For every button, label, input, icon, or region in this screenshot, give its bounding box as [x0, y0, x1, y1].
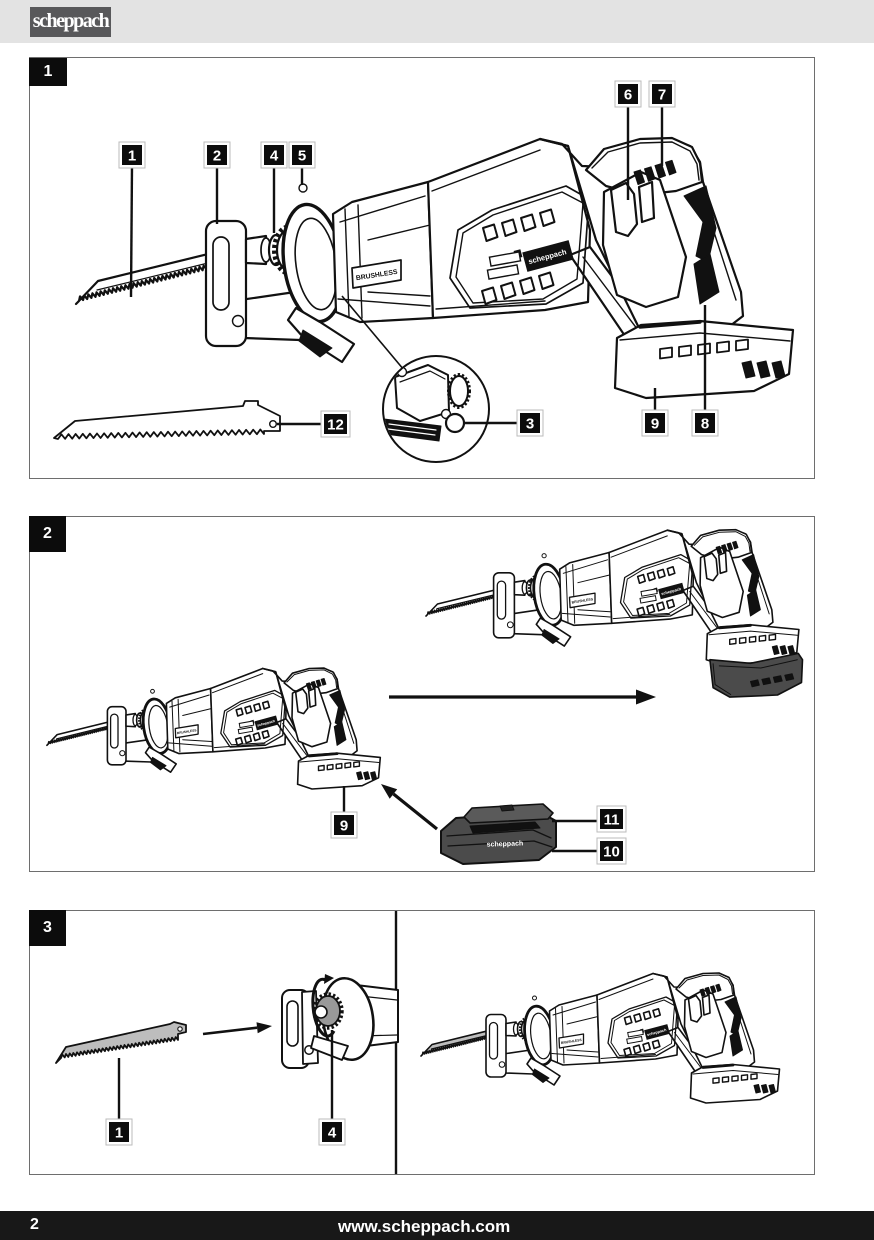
svg-text:7: 7: [658, 87, 666, 104]
svg-text:8: 8: [701, 416, 709, 433]
svg-text:scheppach: scheppach: [661, 586, 683, 596]
svg-text:scheppach: scheppach: [487, 840, 524, 848]
svg-text:BRUSHLESS: BRUSHLESS: [177, 728, 197, 735]
svg-text:1: 1: [115, 1125, 123, 1142]
svg-text:9: 9: [340, 818, 348, 835]
svg-text:5: 5: [298, 148, 306, 165]
svg-text:4: 4: [270, 148, 279, 165]
svg-text:3: 3: [526, 416, 534, 433]
svg-text:10: 10: [603, 844, 620, 861]
svg-text:1: 1: [128, 148, 136, 165]
svg-text:11: 11: [604, 812, 620, 829]
svg-text:4: 4: [328, 1125, 337, 1142]
svg-text:scheppach: scheppach: [647, 1028, 668, 1037]
svg-text:12: 12: [327, 417, 344, 434]
svg-text:scheppach: scheppach: [257, 719, 276, 728]
svg-text:9: 9: [651, 416, 659, 433]
svg-text:BRUSHLESS: BRUSHLESS: [571, 597, 594, 604]
svg-text:6: 6: [624, 87, 632, 104]
svg-text:BRUSHLESS: BRUSHLESS: [561, 1038, 583, 1045]
svg-text:2: 2: [213, 148, 221, 165]
